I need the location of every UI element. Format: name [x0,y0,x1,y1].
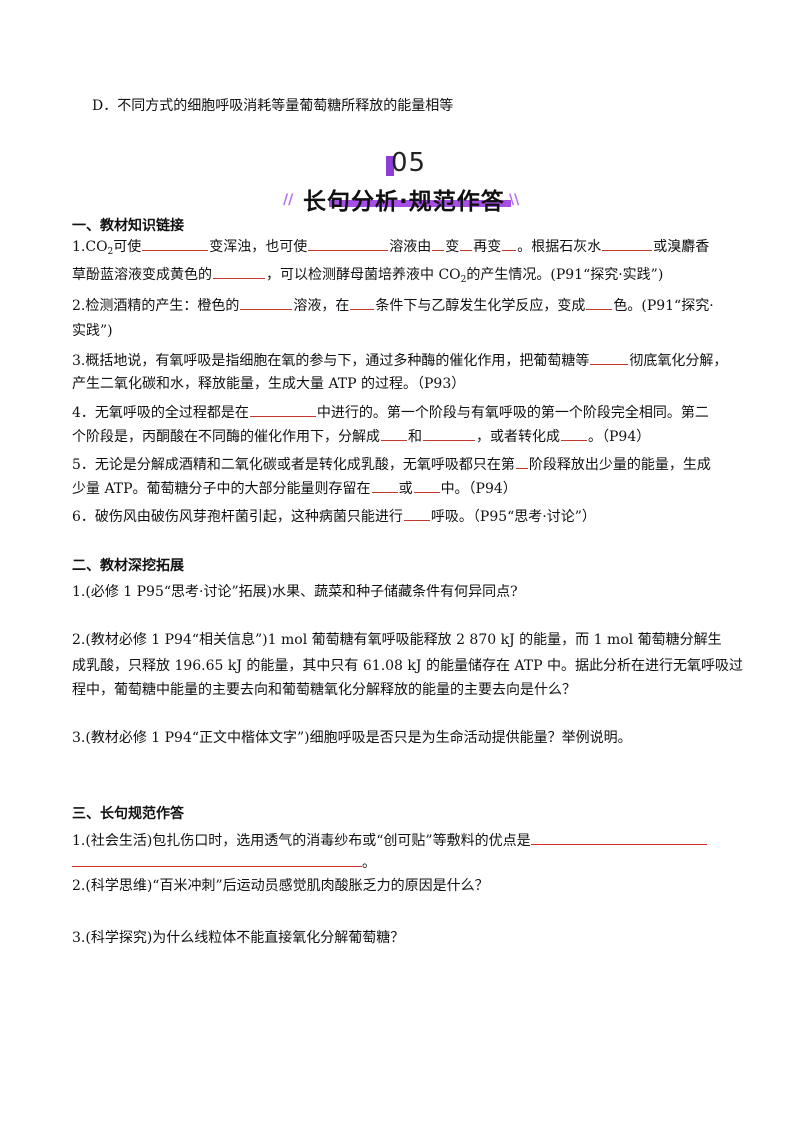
answer-line [72,852,362,867]
answer-line [530,830,707,845]
s1-line-4: 实践”) [72,323,113,339]
section-2-heading: 二、教材深挖拓展 [72,558,184,574]
s1-line-2: 草酚蓝溶液变成黄色的，可以检测酵母菌培养液中 CO2的产生情况。(P91“探究·… [72,264,663,290]
section-banner: 05 // 长句分析·规范作答 \\ [283,148,523,216]
blank [590,350,629,365]
banner-title: 长句分析·规范作答 [303,189,505,215]
s2-question-2-line-2: 成乳酸，只释放 196.65 kJ 的能量，其中只有 61.08 kJ 的能量储… [72,658,743,674]
banner-accent-bar [386,156,394,176]
s1-line-10: 少量 ATP。葡萄糖分子中的大部分能量则存留在或中。（P94） [72,478,517,499]
s2-question-1: 1.(必修 1 P95“思考·讨论”拓展)水果、蔬菜和种子储藏条件有何异同点? [72,584,518,600]
blank [561,426,587,441]
option-d: D．不同方式的细胞呼吸消耗等量葡萄糖所释放的能量相等 [92,98,454,114]
s2-question-2-line-3: 程中，葡萄糖中能量的主要去向和葡萄糖氧化分解释放的能量的主要去向是什么？ [72,682,576,698]
blank [423,426,475,441]
banner-number: 05 [391,148,427,178]
blank [371,478,398,493]
s3-question-3: 3.(科学探究)为什么线粒体不能直接氧化分解葡萄糖？ [72,930,405,946]
s1-line-3: 2.检测酒精的产生：橙色的溶液，在条件下与乙醇发生化学反应，变成色。(P91“探… [72,295,714,316]
blank [403,506,430,521]
blank [249,402,316,417]
s1-line-5: 3.概括地说，有氧呼吸是指细胞在氧的参与下，通过多种酶的催化作用，把葡萄糖等彻底… [72,350,727,371]
s1-line-9: 5．无论是分解成酒精和二氧化碳或者是转化成乳酸，无氧呼吸都只在第阶段释放出少量的… [72,454,711,475]
blank [213,264,265,279]
s3-question-1: 1.(社会生活)包扎伤口时，选用透气的消毒纱布或“创可贴”等敷料的优点是 [72,830,707,851]
blank [602,236,653,251]
s1-line-1: 1.CO2可使变浑浊，也可使溶液由变再变。根据石灰水或溴麝香 [72,236,709,262]
s3-question-1-cont: 。 [72,852,376,873]
s2-question-3: 3.(教材必修 1 P94“正文中楷体文字”)细胞呼吸是否只是为生命活动提供能量… [72,730,632,746]
s3-question-2: 2.(科学思维)“百米冲刺”后运动员感觉肌肉酸胀乏力的原因是什么？ [72,878,489,894]
blank [515,454,528,469]
blank [308,236,389,251]
s1-line-7: 4．无氧呼吸的全过程都是在中进行的。第一个阶段与有氧呼吸的第一个阶段完全相同。第… [72,402,709,423]
blank [413,478,440,493]
banner-slash-right: \\ [509,192,520,208]
s2-question-2-line-1: 2.(教材必修 1 P94“相关信息”)1 mol 葡萄糖有氧呼吸能释放 2 8… [72,632,722,648]
blank [142,236,209,251]
banner-highlight [329,200,511,207]
s1-line-11: 6．破伤风由破伤风芽孢杆菌引起，这种病菌只能进行呼吸。（P95“思考·讨论”） [72,506,596,527]
blank [381,426,407,441]
blank [432,236,445,251]
blank [502,236,517,251]
blank [460,236,473,251]
section-3-heading: 三、长句规范作答 [72,806,184,822]
banner-slash-left: // [283,192,294,208]
blank [240,295,293,310]
s1-line-8: 个阶段是，丙酮酸在不同酶的催化作用下，分解成和，或者转化成。（P94） [72,426,650,447]
blank [350,295,375,310]
s1-line-6: 产生二氧化碳和水，释放能量，生成大量 ATP 的过程。（P93） [72,376,466,392]
section-1-heading: 一、教材知识链接 [72,218,184,234]
blank [586,295,613,310]
